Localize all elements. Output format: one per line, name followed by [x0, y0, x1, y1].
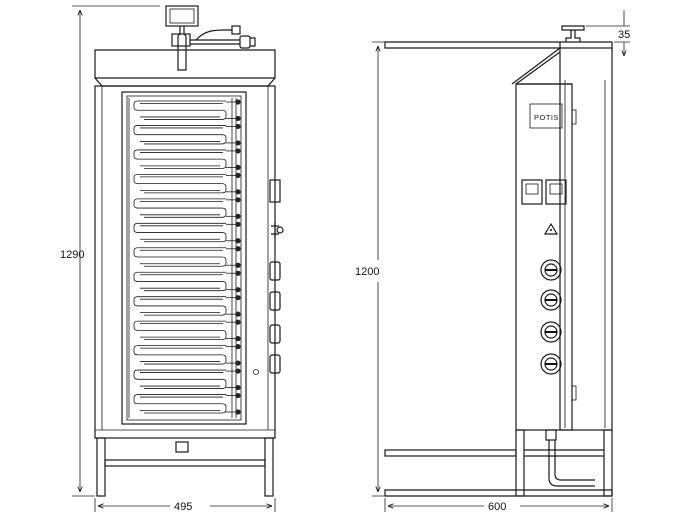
control-knob — [540, 321, 562, 343]
connector-bolt — [235, 311, 241, 317]
power-sockets — [521, 179, 567, 205]
connector-bolt — [235, 238, 241, 244]
connector-bolt — [235, 344, 241, 350]
control-knob — [540, 289, 562, 311]
connector-bolt — [235, 360, 241, 366]
front-height-dimension: 1290 — [60, 5, 160, 497]
connector-bolt — [235, 213, 241, 219]
connector-bolt — [235, 172, 241, 178]
side-height-dimension: 1200 — [355, 42, 385, 496]
drip-tray — [175, 441, 189, 453]
heating-element-inner — [140, 176, 223, 191]
heating-element — [133, 149, 227, 169]
heating-element — [133, 271, 227, 292]
side-knobs — [540, 259, 562, 375]
knob — [269, 354, 281, 374]
knob — [269, 291, 281, 311]
connector-bolt — [235, 123, 241, 130]
knob — [269, 324, 281, 344]
heating-elements — [128, 98, 237, 418]
connector-bolt — [235, 409, 241, 415]
top-offset-dimension: 35 — [586, 10, 630, 56]
heating-element — [133, 345, 227, 365]
heating-element-inner — [140, 323, 223, 338]
heating-element — [133, 222, 227, 243]
side-depth-dimension: 600 — [385, 498, 612, 513]
connector-bolt — [235, 262, 241, 268]
top-offset-label: 35 — [618, 29, 630, 41]
top-plate — [94, 49, 276, 79]
side-depth-label: 600 — [488, 501, 506, 513]
heating-element-inner — [140, 298, 223, 314]
side-view: POTIS 1200 — [355, 10, 630, 513]
heating-chamber — [121, 91, 247, 425]
heating-element — [133, 173, 227, 194]
connector-bolt — [235, 140, 241, 146]
heating-element-inner — [140, 347, 223, 362]
control-knob — [540, 259, 562, 281]
heating-element — [133, 100, 227, 120]
heating-element-inner — [140, 200, 223, 216]
connector-bolt — [235, 164, 241, 170]
heating-element — [133, 320, 227, 341]
side-top-plate — [384, 41, 561, 49]
heating-element — [133, 394, 227, 414]
heating-element — [133, 198, 227, 218]
top-handle — [561, 25, 585, 42]
brand-plate — [529, 103, 563, 129]
connector-bolt — [235, 99, 241, 105]
front-width-label: 495 — [174, 501, 192, 513]
control-knob — [540, 353, 562, 375]
heating-element-inner — [140, 103, 223, 118]
heating-element-inner — [140, 152, 223, 167]
connector-bolt — [235, 384, 241, 391]
element-connectors — [226, 99, 241, 415]
heating-element — [133, 296, 227, 316]
front-view: 1290 495 — [60, 5, 284, 513]
connector-bolt — [235, 368, 241, 374]
front-stand — [96, 437, 274, 497]
heating-element-inner — [140, 225, 223, 240]
connector-bolt — [235, 148, 241, 154]
heating-element — [133, 369, 227, 389]
connector-bolt — [235, 295, 241, 301]
heating-element-inner — [140, 274, 223, 289]
heating-element-inner — [140, 372, 223, 387]
rear-column — [559, 47, 613, 431]
control-box — [165, 5, 199, 27]
side-stand — [384, 429, 613, 497]
connector-bolt — [235, 287, 241, 293]
heating-element-inner — [140, 127, 223, 142]
connector-bolt — [235, 246, 241, 252]
gas-pipe — [545, 429, 595, 487]
socket — [545, 179, 567, 205]
connector-bolt — [235, 197, 241, 203]
warning-triangle-icon — [543, 222, 559, 235]
knob — [269, 261, 281, 281]
brand-label: POTIS — [534, 113, 559, 122]
heating-element — [133, 125, 227, 145]
top-control-unit — [165, 5, 256, 71]
heating-element-inner — [140, 396, 223, 411]
side-height-label: 1200 — [355, 266, 379, 278]
connector-bolt — [235, 319, 241, 325]
connector-bolt — [235, 221, 241, 227]
control-panel — [515, 83, 573, 431]
front-width-dimension: 495 — [95, 498, 275, 513]
connector-bolt — [235, 270, 241, 276]
connector-bolt — [235, 189, 241, 195]
front-height-label: 1290 — [60, 249, 84, 261]
heating-element-inner — [140, 249, 223, 265]
knob — [269, 179, 281, 203]
connector-bolt — [235, 336, 241, 342]
connector-bolt — [235, 115, 241, 122]
front-knobs — [253, 179, 284, 375]
connector-bolt — [235, 392, 241, 399]
heating-element — [133, 247, 227, 267]
socket — [521, 179, 543, 205]
